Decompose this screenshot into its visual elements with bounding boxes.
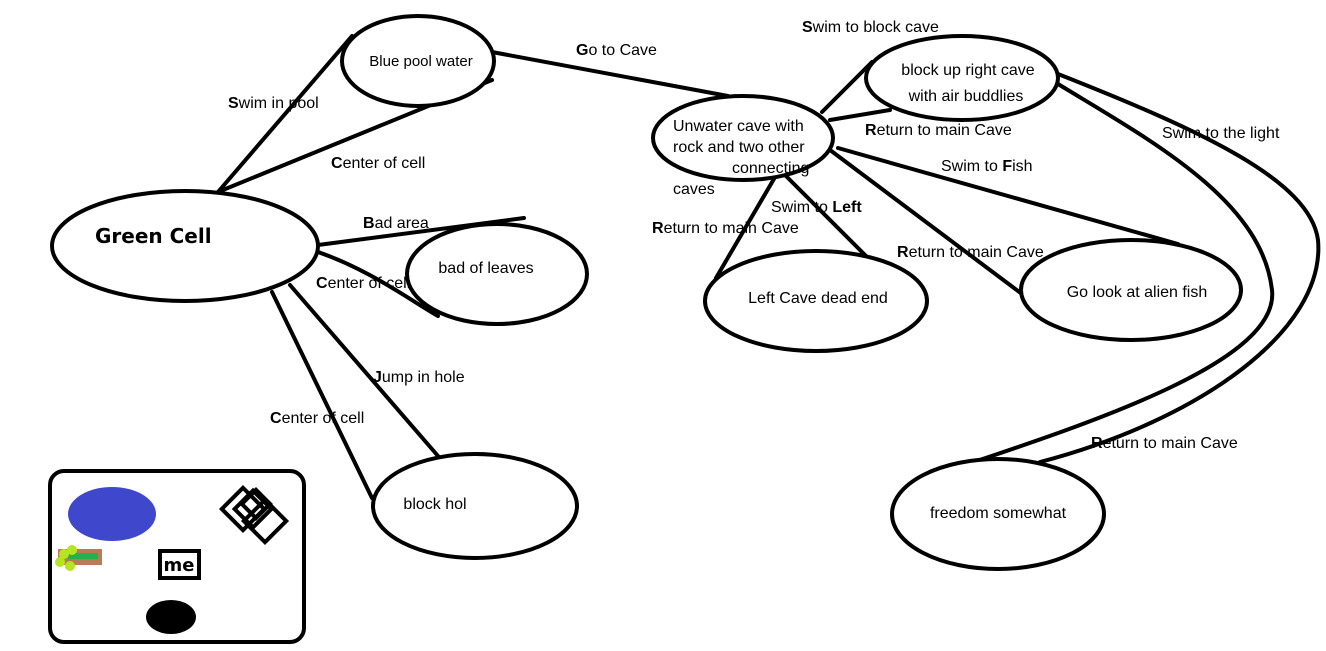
- node-block-up-right-cave: block up right cave with air buddlies: [864, 34, 1060, 122]
- edge-label-return-to-main-cave: Return to main Cave: [1091, 435, 1238, 452]
- edge-label-go-to-cave: Go to Cave: [576, 42, 657, 59]
- blue-pool-icon: [68, 487, 156, 541]
- edge-return-block: [828, 108, 892, 122]
- edge-return-left: [714, 170, 780, 280]
- edge-swim-to-fish: [836, 146, 1180, 246]
- node-label-line: caves: [673, 181, 715, 198]
- edge-label-return-to-main-cave: Return to main Cave: [865, 122, 1012, 139]
- edge-label-jump-in-hole: Jump in hole: [373, 369, 465, 386]
- edge-labels: Swim in pool Center of cell Bad area Cen…: [228, 19, 1280, 452]
- edge-swim-to-left: [778, 168, 874, 264]
- node-label: Go look at alien fish: [1067, 284, 1208, 301]
- edge-label-center-of-cell: Center of cell: [270, 410, 364, 427]
- node-label: bad of leaves: [438, 260, 533, 277]
- edge-center-of-cell-hole: [270, 290, 374, 500]
- node-go-look-at-alien-fish: Go look at alien fish: [1019, 238, 1243, 342]
- node-label: Left Cave dead end: [748, 290, 888, 307]
- node-label: freedom somewhat: [930, 505, 1067, 522]
- edge-swim-in-pool: [216, 34, 354, 194]
- edge-label-swim-to-left: Swim to Left: [771, 199, 862, 216]
- stacked-squares-icon: [218, 484, 290, 546]
- edge-center-of-cell-leaves: [316, 250, 440, 318]
- black-hole-icon: [146, 600, 196, 634]
- edge-label-swim-to-the-light: Swim to the light: [1162, 125, 1280, 142]
- node-label-line: with air buddlies: [908, 88, 1024, 105]
- node-left-cave-dead-end: Left Cave dead end: [703, 249, 929, 353]
- edge-label-bad-area: Bad area: [363, 215, 429, 232]
- me-marker-label: me: [164, 555, 195, 576]
- edge-label-return-to-main-cave: Return to main Cave: [897, 244, 1044, 261]
- edge-label-return-to-main-cave: Return to main Cave: [652, 220, 799, 237]
- edge-label-swim-to-fish: Swim to Fish: [941, 158, 1033, 175]
- node-green-cell: Green Cell: [50, 189, 320, 303]
- edge-return-freedom: [1038, 72, 1321, 464]
- node-blue-pool-water: Blue pool water: [340, 14, 496, 108]
- node-label-line: rock and two other: [673, 139, 805, 156]
- edge-label-swim-to-block-cave: Swim to block cave: [802, 19, 939, 36]
- edge-go-to-cave: [490, 50, 730, 98]
- edge-label-center-of-cell: Center of cell: [331, 155, 425, 172]
- node-label-line: Unwater cave with: [673, 118, 804, 135]
- node-bad-of-leaves: bad of leaves: [405, 222, 589, 326]
- node-block-hol: block hol: [371, 452, 579, 560]
- node-label: Blue pool water: [369, 53, 472, 70]
- edge-label-center-of-cell: Center of cell: [316, 275, 410, 292]
- legend-box: me: [48, 469, 306, 644]
- node-label: Green Cell: [95, 224, 212, 248]
- node-label-line: connecting: [732, 160, 809, 177]
- edge-label-swim-in-pool: Swim in pool: [228, 95, 319, 112]
- edge-jump-in-hole: [288, 283, 440, 458]
- node-label-line: block up right cave: [901, 62, 1035, 79]
- leaves-icon: [55, 545, 102, 571]
- connectors: [216, 34, 1321, 500]
- edge-swim-to-the-light: [948, 82, 1275, 472]
- edge-return-fish: [828, 148, 1032, 302]
- edge-swim-to-block-cave: [820, 60, 874, 114]
- node-freedom-somewhat: freedom somewhat: [890, 457, 1106, 571]
- me-marker-box: [158, 549, 201, 580]
- node-label: block hol: [403, 496, 466, 513]
- node-unwater-cave: Unwater cave with rock and two other con…: [651, 94, 835, 198]
